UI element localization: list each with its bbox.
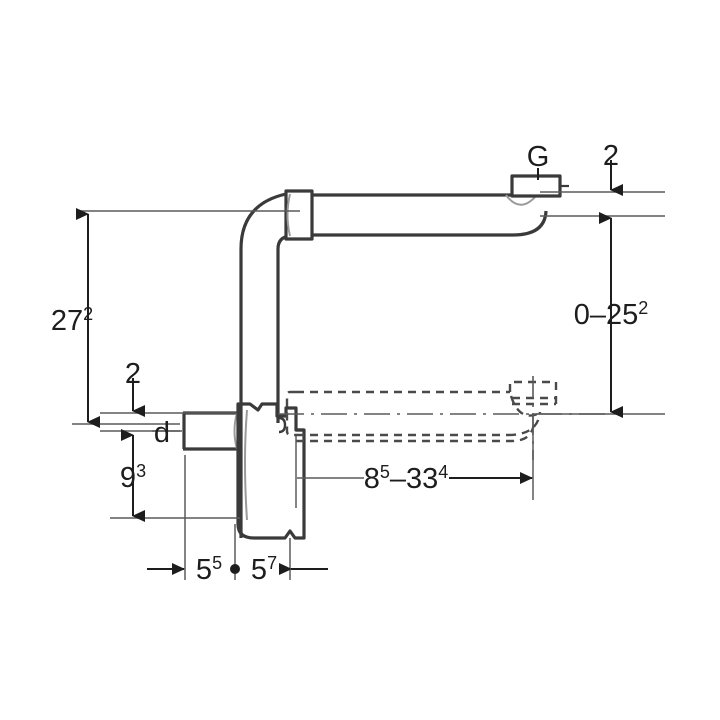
riser-coupling-seam xyxy=(286,193,291,237)
callout-thread-connection-label: G xyxy=(527,141,550,173)
extension-lines xyxy=(72,191,665,580)
trap-vent-boss xyxy=(278,416,287,434)
dimension-offset-dot xyxy=(230,564,240,574)
dimension-reach-range: 85–334 xyxy=(297,462,533,495)
dimension-height-lower-label: 93 xyxy=(120,461,146,494)
dimension-height-total: 272 xyxy=(51,208,100,428)
riser-outer-wall xyxy=(239,192,298,538)
dimension-gap-left: 2 xyxy=(125,358,145,417)
dimension-height-total-label: 272 xyxy=(51,304,93,337)
dimension-drop-range: 0–252 xyxy=(574,212,649,418)
callout-thread-connection: G xyxy=(527,141,550,180)
dimension-height-lower: 93 xyxy=(120,429,146,522)
hidden-outlet-pipe xyxy=(285,380,558,443)
siphon-body-geometry xyxy=(182,174,569,540)
dimension-inlet-diameter-label: d xyxy=(154,417,170,449)
trap-bowl-body xyxy=(236,402,306,540)
outlet-elbow-lower-skirt xyxy=(296,422,536,443)
dimension-gap-right-label: 2 xyxy=(603,140,619,172)
thread-connector-block xyxy=(510,174,562,198)
dimension-gap-right: 2 xyxy=(603,140,623,196)
dimension-gap-left-label: 2 xyxy=(125,358,141,390)
top-pipe-end-cap xyxy=(505,194,537,206)
dimension-reach-range-label: 85–334 xyxy=(364,462,449,495)
outlet-elbow-inner xyxy=(507,411,542,437)
top-pipe-lower-wall xyxy=(312,210,548,237)
riser-inner-wall xyxy=(276,234,298,423)
riser-coupling xyxy=(284,189,314,241)
dimension-inlet-diameter: d xyxy=(152,417,182,449)
dimension-offsets-bottom: 55 57 xyxy=(147,553,328,586)
dimension-offset-b-label: 57 xyxy=(251,553,277,586)
inlet-pipe-seam xyxy=(233,412,238,450)
outlet-elbow-curve xyxy=(509,395,543,417)
dimension-offset-a-label: 55 xyxy=(196,553,222,586)
dimension-drop-range-label: 0–252 xyxy=(574,298,649,331)
trap-bowl-inner-seam xyxy=(244,409,248,521)
